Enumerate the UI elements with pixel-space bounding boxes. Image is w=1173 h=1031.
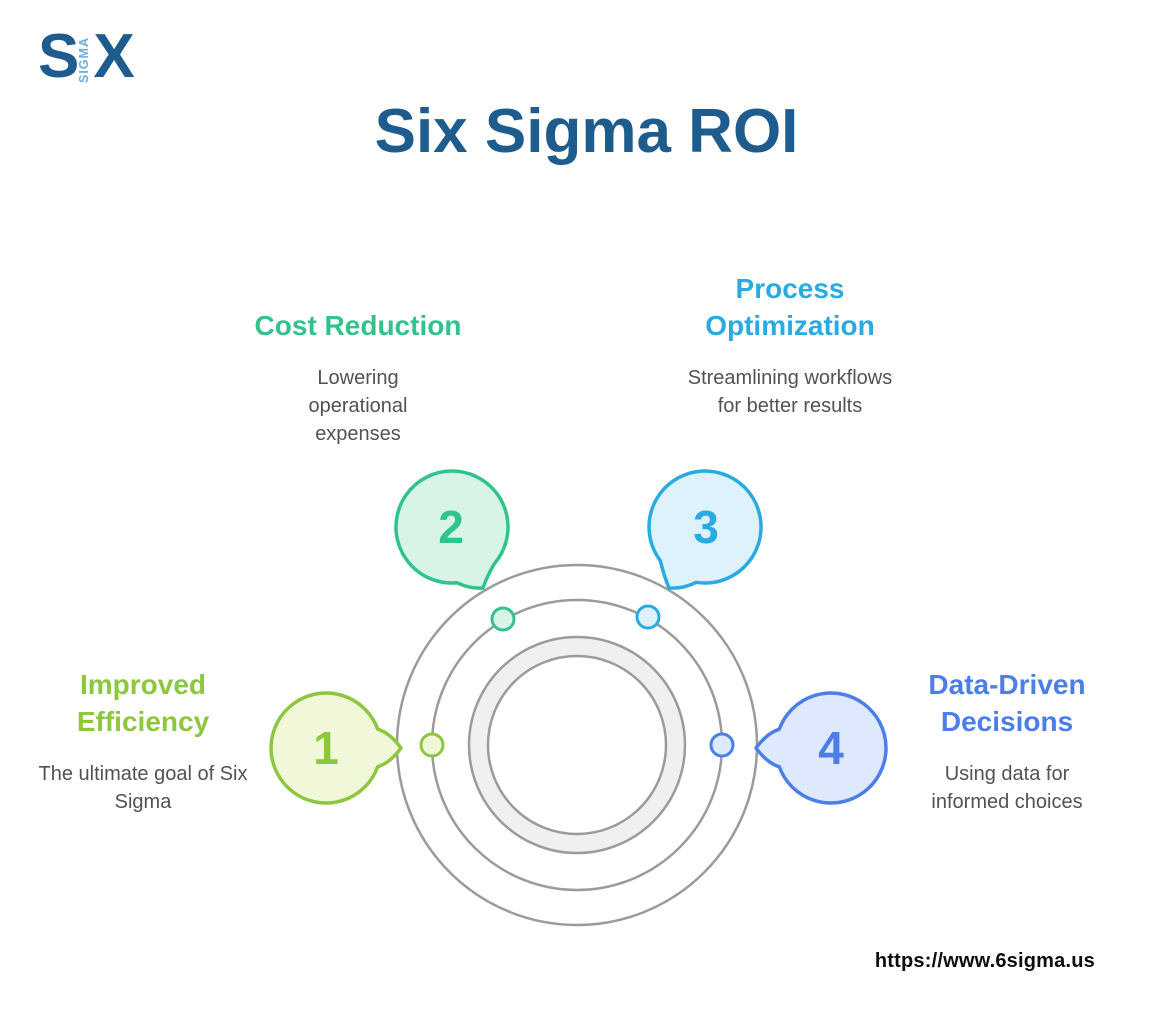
item-improved-efficiency: Improved Efficiency The ultimate goal of… [33, 666, 253, 816]
bubble-4: 4 [754, 691, 888, 805]
bubble-3-balloon [647, 469, 763, 590]
cost-reduction-heading: Cost Reduction [254, 310, 462, 341]
footer-url: https://www.6sigma.us [874, 950, 1095, 972]
bubble-2-number: 2 [438, 501, 464, 553]
orbit-dots [419, 604, 735, 758]
improved-efficiency-description: The ultimate goal of Six Sigma [38, 763, 248, 813]
page-title: Six Sigma ROI [374, 97, 799, 166]
bubble-1-number: 1 [313, 722, 339, 774]
orbit-dot-3 [635, 604, 661, 630]
bubble-1: 1 [269, 691, 403, 805]
bubble-3-number: 3 [693, 501, 719, 553]
bubble-1-balloon [269, 691, 403, 805]
bubble-4-balloon [754, 691, 888, 805]
data-driven-decisions-description: Using data for informed choices [931, 763, 1083, 813]
item-data-driven-decisions: Data-Driven Decisions Using data for inf… [897, 666, 1117, 816]
cost-reduction-description: Lowering operational expenses [308, 367, 408, 445]
process-optimization-heading: Process Optimization [705, 273, 875, 341]
orbit-dot-2 [490, 606, 516, 632]
bubble-4-number: 4 [818, 722, 844, 774]
orbit-dot-4 [709, 732, 735, 758]
bubble-2-balloon [394, 469, 510, 590]
process-optimization-description: Streamlining workflows for better result… [687, 367, 893, 417]
six-sigma-logo: S SIGMA X [38, 22, 135, 91]
bubble-3: 3 [647, 469, 763, 590]
item-process-optimization: Process Optimization Streamlining workfl… [660, 270, 920, 420]
logo-letter-x: X [93, 22, 134, 91]
data-driven-decisions-heading: Data-Driven Decisions [928, 669, 1086, 737]
concentric-rings [395, 563, 759, 927]
item-cost-reduction: Cost Reduction Lowering operational expe… [228, 308, 488, 448]
improved-efficiency-heading: Improved Efficiency [76, 669, 210, 737]
donut-inner-ring [486, 654, 668, 836]
bubble-2: 2 [394, 469, 510, 590]
orbit-dot-1 [419, 732, 445, 758]
logo-letter-s: S [38, 22, 79, 91]
